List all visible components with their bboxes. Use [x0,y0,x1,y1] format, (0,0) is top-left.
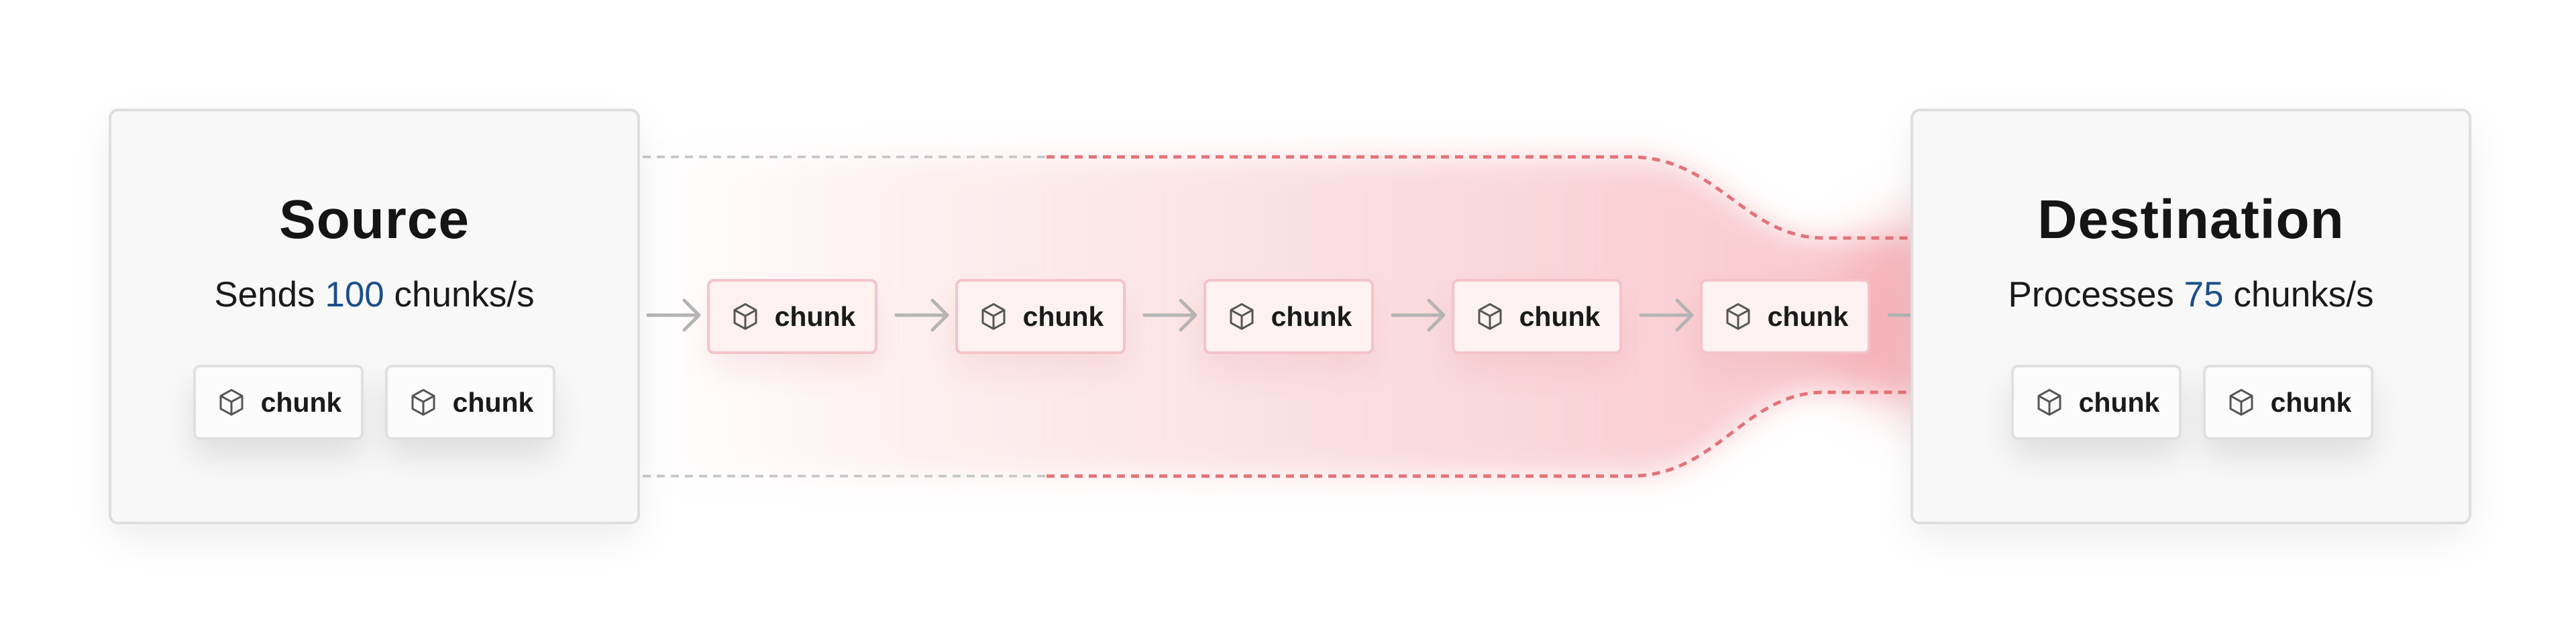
pipe-outline-top-red [1046,155,1911,240]
cube-icon [2037,389,2061,416]
destination-panel: Destination Processes 75 chunks/s [1911,109,2471,524]
destination-chunk: chunk [2011,365,2182,440]
chunk-label: chunk [2078,386,2160,418]
destination-rate-suffix: chunks/s [2223,275,2374,314]
arrow-right-icon [1142,298,1197,332]
cube-icon [219,389,244,416]
arrow-right-icon [646,298,701,332]
chunk-label: chunk [2270,386,2352,418]
pipe-chunk: chunk [955,279,1126,354]
destination-title: Destination [2037,189,2345,250]
source-title: Source [279,189,470,250]
arrow-right-icon [1391,298,1446,332]
cube-icon [1230,303,1254,330]
pipe-chunk: chunk [1203,279,1374,354]
arrow-right-icon [1639,298,1694,332]
cube-icon [1478,303,1502,330]
chunk-label: chunk [1767,300,1849,332]
cube-icon [1726,303,1750,330]
source-rate: Sends 100 chunks/s [111,274,637,315]
chunk-label: chunk [260,386,342,418]
cube-icon [981,303,1006,330]
chunk-label: chunk [1022,300,1104,332]
source-rate-suffix: chunks/s [384,275,535,314]
source-chunk: chunk [385,365,555,440]
chunk-label: chunk [452,386,534,418]
chunk-label: chunk [1519,300,1601,332]
source-rate-prefix: Sends [214,275,325,314]
arrow-right-icon [894,298,949,332]
destination-rate-value: 75 [2184,275,2224,314]
destination-chunk: chunk [2203,365,2373,440]
cube-icon [733,303,757,330]
pipe-chunk: chunk [707,279,877,354]
destination-rate: Processes 75 chunks/s [1913,274,2469,315]
pipe-chunk: chunk [1700,279,1870,354]
source-chunk: chunk [193,365,364,440]
chunk-label: chunk [1271,300,1352,332]
source-panel: Source Sends 100 chunks/s [109,109,640,524]
destination-rate-prefix: Processes [2008,275,2184,314]
cube-icon [411,389,435,416]
pipe-outline-bottom-red [1046,390,1911,478]
pipe-chunk: chunk [1452,279,1622,354]
source-rate-value: 100 [325,275,384,314]
cube-icon [2229,389,2253,416]
chunk-label: chunk [774,300,856,332]
